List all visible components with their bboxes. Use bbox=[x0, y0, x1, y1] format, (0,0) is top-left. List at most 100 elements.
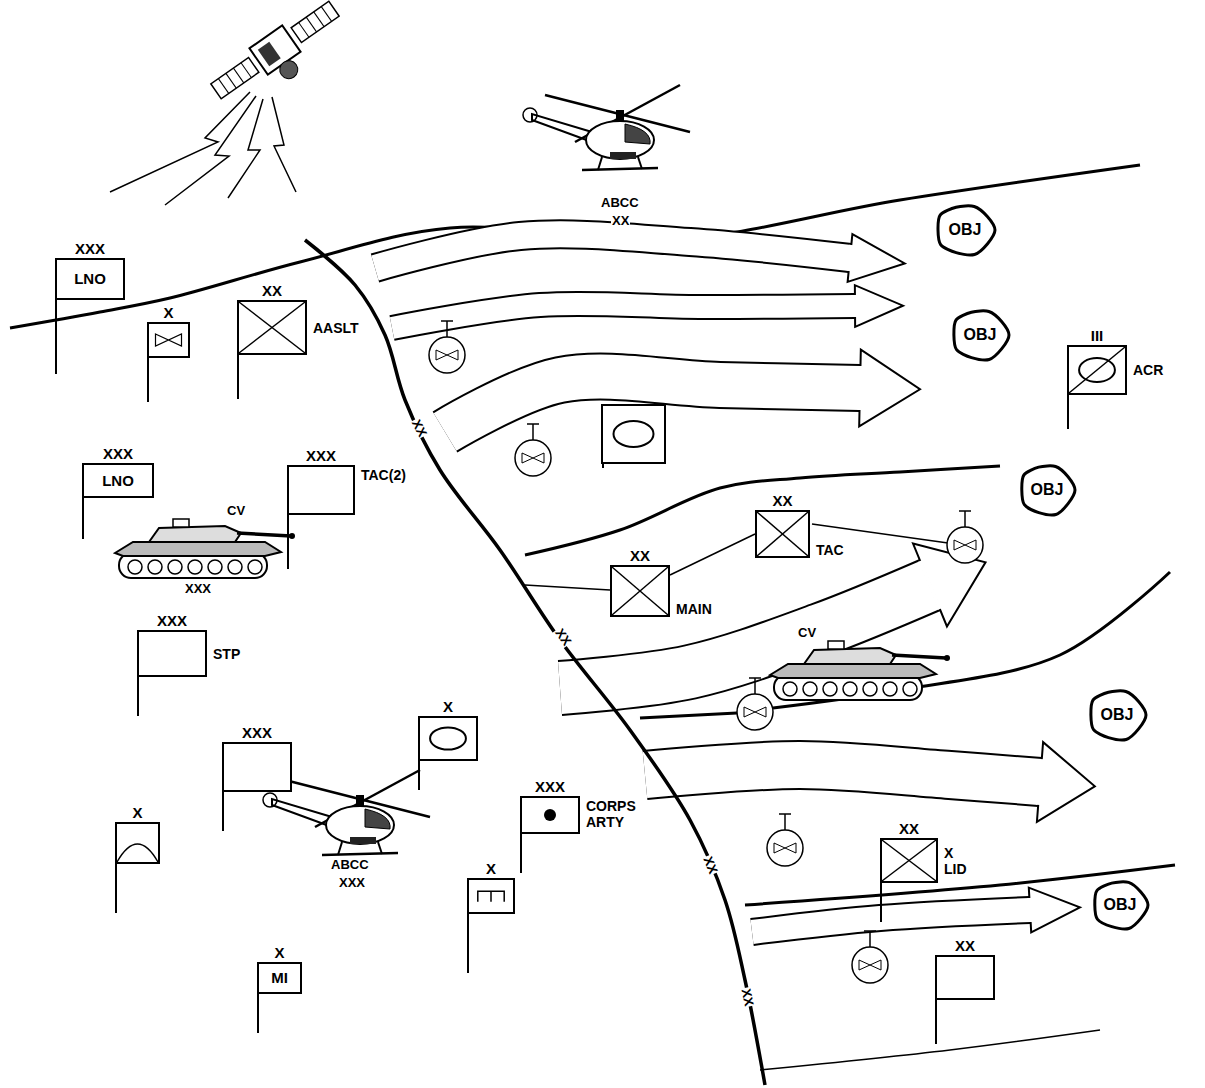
map-label: XXX bbox=[184, 582, 212, 597]
echelon-slot: XXX bbox=[117, 610, 227, 630]
road-wheel bbox=[228, 560, 242, 574]
signal-node bbox=[947, 511, 983, 563]
unit-symbol: XXX bbox=[222, 722, 292, 792]
echelon-mark: XXX bbox=[241, 724, 273, 741]
strut bbox=[378, 842, 382, 854]
staff-line bbox=[287, 514, 289, 569]
staff-line bbox=[137, 676, 139, 716]
armor-glyph bbox=[430, 727, 466, 749]
label-slot: CV bbox=[797, 626, 817, 641]
staff-line bbox=[257, 993, 259, 1033]
unit-symbol: XXXSTP bbox=[137, 610, 207, 677]
antenna bbox=[532, 424, 534, 440]
label-slot: XXX bbox=[338, 876, 366, 891]
solar-panel bbox=[291, 1, 339, 42]
unit-frame: LNO bbox=[82, 463, 154, 498]
unit-symbol: IIIACR bbox=[1067, 325, 1127, 395]
label-slot: XXX bbox=[184, 582, 212, 597]
signal-bolt bbox=[228, 99, 263, 198]
echelon-mark: XXX bbox=[534, 778, 566, 795]
map-label: XX bbox=[611, 214, 630, 229]
arrow-head bbox=[855, 285, 903, 327]
unit-frame bbox=[602, 405, 665, 463]
unit-symbol: XXXLNO bbox=[82, 443, 154, 498]
rotor-mast bbox=[616, 110, 624, 122]
echelon-slot: XXX bbox=[62, 443, 174, 463]
gun bbox=[892, 655, 946, 658]
unit-frame: MI bbox=[257, 962, 302, 994]
echelon-slot: XXX bbox=[202, 722, 312, 742]
road-wheel bbox=[168, 560, 182, 574]
objective-blob bbox=[954, 311, 1009, 360]
unit-frame bbox=[147, 322, 190, 358]
unit-symbol: XXMAIN bbox=[610, 545, 670, 617]
arrow-seam bbox=[920, 561, 940, 609]
unit-name-slot: TAC(2) bbox=[360, 467, 407, 483]
strut bbox=[338, 842, 342, 855]
flag-staff bbox=[55, 299, 59, 374]
unit-glyph bbox=[882, 840, 936, 881]
bowtie bbox=[522, 453, 544, 463]
unit-glyph bbox=[757, 512, 808, 556]
objective-blob bbox=[1095, 882, 1148, 929]
unit-name: LNO bbox=[74, 270, 106, 287]
objective-text-slot: OBJ bbox=[1089, 878, 1151, 932]
cross-line bbox=[757, 512, 808, 556]
echelon-slot: X bbox=[127, 302, 210, 322]
signal-node bbox=[429, 321, 465, 373]
unit-name: MI bbox=[271, 969, 288, 986]
unit-name: X LID bbox=[943, 844, 968, 876]
echelon-mark: X bbox=[442, 698, 454, 715]
staff-line bbox=[880, 882, 882, 922]
unit-glyph bbox=[224, 744, 290, 790]
cavalry-slash bbox=[1069, 347, 1125, 393]
flag-staff bbox=[237, 354, 241, 399]
road-wheel bbox=[128, 560, 142, 574]
objective-name: OBJ bbox=[1031, 481, 1064, 499]
flag-staff bbox=[602, 463, 604, 468]
flag-staff bbox=[467, 913, 471, 973]
hull bbox=[115, 542, 281, 556]
objective-text-slot: OBJ bbox=[948, 307, 1012, 363]
map-label: ABCC bbox=[600, 196, 640, 211]
engineer-glyph bbox=[478, 891, 504, 902]
unit-frame bbox=[287, 465, 355, 515]
antenna bbox=[964, 511, 966, 527]
unit-glyph bbox=[117, 824, 158, 862]
unit-frame: LNO bbox=[55, 258, 125, 300]
signal-circle bbox=[429, 337, 465, 373]
arrow-band-inside bbox=[752, 910, 1030, 932]
arrow-seam bbox=[858, 366, 863, 410]
echelon-slot: X bbox=[447, 858, 535, 878]
echelon-mark: XXX bbox=[102, 445, 134, 462]
staff-line bbox=[418, 760, 420, 790]
unit-symbol: X bbox=[115, 802, 160, 864]
objective: OBJ bbox=[932, 202, 998, 258]
echelon-slot: XX bbox=[590, 545, 690, 565]
unit-symbol: XXXLNO bbox=[55, 238, 125, 300]
unit-frame bbox=[115, 822, 160, 864]
panel-rib bbox=[226, 73, 236, 88]
staff-line bbox=[467, 913, 469, 973]
unit-symbol: XXTAC bbox=[755, 490, 810, 558]
staff-line bbox=[82, 497, 84, 539]
axis-of-advance bbox=[392, 285, 903, 328]
canopy bbox=[625, 124, 650, 144]
axis-of-advance bbox=[375, 234, 905, 282]
signal-circle bbox=[947, 527, 983, 563]
bowtie bbox=[436, 350, 458, 360]
axis-of-advance bbox=[560, 544, 986, 688]
antenna-top bbox=[749, 677, 761, 679]
objective-name: OBJ bbox=[964, 326, 997, 344]
solar-panel bbox=[211, 58, 259, 99]
echelon-mark: XX bbox=[954, 937, 976, 954]
cross-line bbox=[612, 567, 668, 615]
objective: OBJ bbox=[1089, 878, 1151, 932]
signal-circle bbox=[515, 440, 551, 476]
road-wheel bbox=[903, 682, 917, 696]
unit-glyph bbox=[469, 880, 513, 912]
antenna-top bbox=[864, 930, 876, 932]
label-slot: XX bbox=[408, 416, 430, 440]
unit-name-slot: CORPS ARTY bbox=[585, 798, 637, 830]
